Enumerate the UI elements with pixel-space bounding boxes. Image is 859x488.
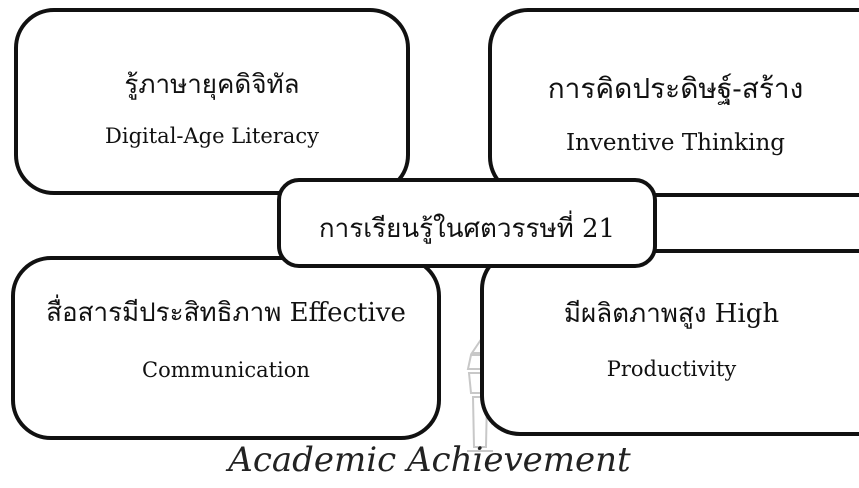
digital-age-literacy-thai: รู้ภาษายุคดิจิทัล [124,70,300,100]
inventive-thinking-thai: การคิดประดิษฐ์-สร้าง [547,72,804,105]
digital-age-literacy-english: Digital-Age Literacy [105,124,319,148]
high-productivity-box: มีผลิตภาพสูง High Productivity [480,249,859,436]
inventive-thinking-english: Inventive Thinking [566,130,785,156]
center-label: การเรียนรู้ในศตวรรษที่ 21 [318,214,616,244]
center-21st-century-learning-box: การเรียนรู้ในศตวรรษที่ 21 [277,178,657,268]
effective-communication-line1: สื่อสารมีประสิทธิภาพ Effective [46,298,406,328]
high-productivity-line1: มีผลิตภาพสูง High [563,299,780,329]
inventive-thinking-box: การคิดประดิษฐ์-สร้าง Inventive Thinking [488,8,859,197]
effective-communication-line2: Communication [142,358,310,382]
effective-communication-box: สื่อสารมีประสิทธิภาพ Effective Communica… [11,256,441,440]
high-productivity-line2: Productivity [606,357,737,381]
figure-caption: Academic Achievement [228,440,631,480]
digital-age-literacy-box: รู้ภาษายุคดิจิทัล Digital-Age Literacy [14,8,410,195]
